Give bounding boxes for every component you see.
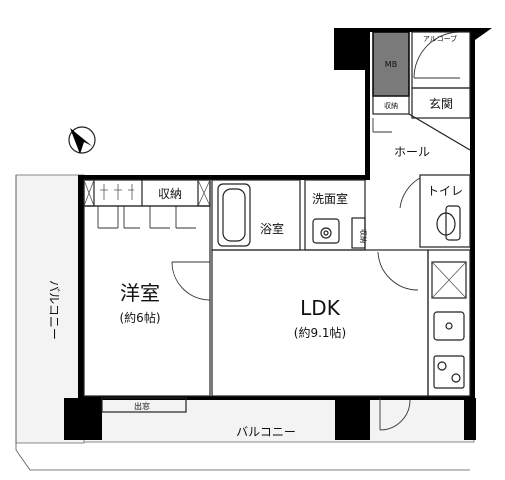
bay-window-label: 出窓: [134, 401, 150, 411]
bathroom-area: [211, 179, 301, 251]
mb-shaft: [372, 31, 410, 97]
closet-entry-label: 収納: [384, 101, 398, 110]
toilet-label: トイレ: [427, 184, 463, 198]
mb-label: MB: [385, 60, 397, 69]
kitchen-sink-icon: [433, 311, 465, 341]
western-room-size: (約6帖): [120, 310, 161, 325]
stove-icon: [433, 355, 465, 389]
western-room-name: 洋室: [120, 281, 160, 305]
closet-west-label: 収納: [158, 187, 182, 201]
balcony-south-area: [83, 397, 475, 443]
toilet-icon: [436, 205, 461, 241]
western-room-area: [83, 205, 211, 397]
closet-entry-area: [372, 95, 410, 115]
closet-west-area: [83, 179, 211, 229]
washroom-label: 洗面室: [312, 191, 348, 206]
toilet-area: [419, 174, 471, 248]
hall-label: ホール: [394, 145, 430, 159]
balcony-west-area: [15, 174, 470, 471]
refrigerator-space-icon: [431, 261, 467, 299]
ldk-area: [211, 249, 429, 397]
washroom-area: [304, 179, 366, 251]
balcony-south-label: バルコニー: [236, 425, 296, 439]
ldk-name: LDK: [300, 296, 341, 320]
bathroom-label: 浴室: [260, 221, 284, 236]
bay-window: [101, 397, 187, 413]
outer-walls: [64, 28, 492, 440]
kitchen-counter: [427, 249, 471, 397]
closet-wash-area: [351, 217, 366, 249]
entrance-label: 玄関: [429, 96, 453, 111]
alcove-label: アルコーブ: [423, 34, 457, 43]
balcony-west-label: バルコニー: [47, 280, 61, 340]
entrance-area: [411, 87, 471, 119]
bathtub-icon: [217, 183, 251, 247]
north-compass-icon: [68, 126, 96, 154]
washbasin-icon: [312, 218, 340, 244]
ldk-size: (約9.1帖): [294, 325, 346, 340]
closet-wash-label: 収納: [359, 229, 368, 243]
